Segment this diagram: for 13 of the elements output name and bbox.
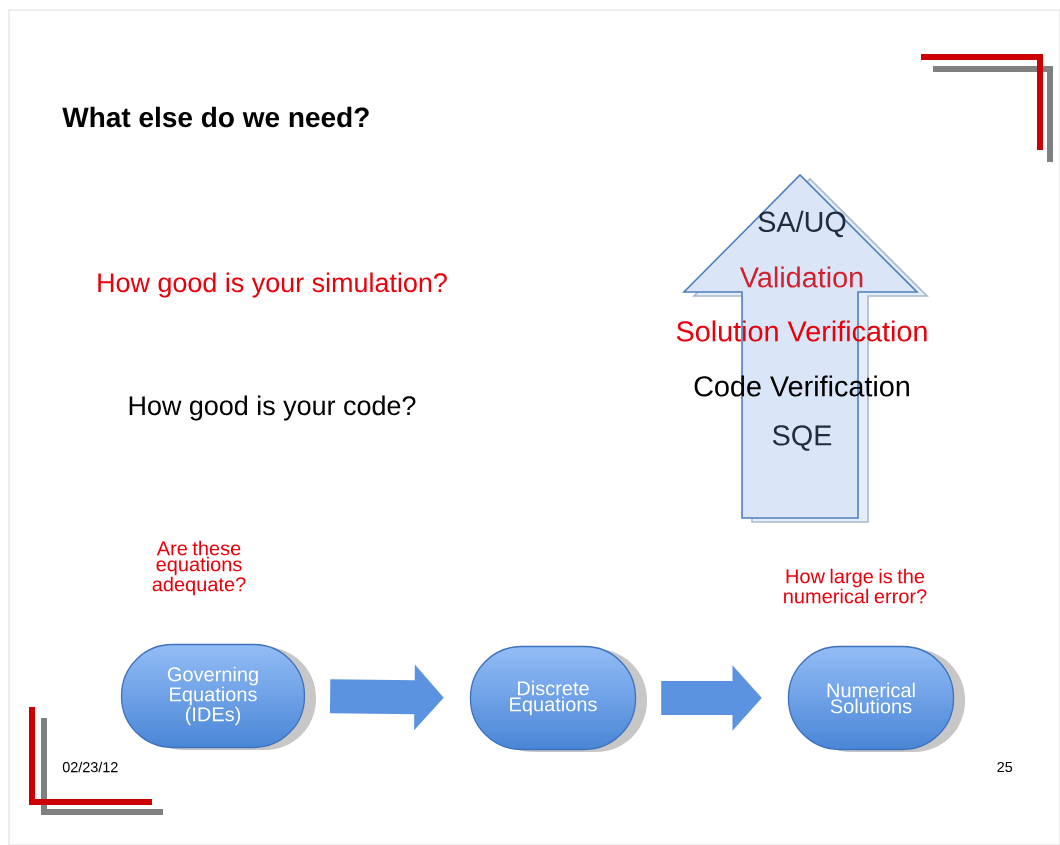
label-text: How good is your code? xyxy=(129,395,416,421)
label-text: SQE xyxy=(772,425,832,451)
process-box: Discrete Equations xyxy=(469,645,647,752)
question-text: How large is the numerical error? xyxy=(784,568,927,604)
date-text: 02/23/12 xyxy=(62,761,118,773)
label-text: How good is your simulation? xyxy=(98,272,447,298)
label-text: SA/UQ xyxy=(758,210,846,238)
process-box: Governing Equations (IDEs) xyxy=(120,643,316,750)
question-text: Are these equations adequate? xyxy=(152,540,246,596)
label-text: Validation xyxy=(739,266,863,288)
process-box: Numerical Solutions xyxy=(787,645,965,752)
title: What else do we need? xyxy=(62,106,369,128)
page-number: 25 xyxy=(997,761,1013,773)
